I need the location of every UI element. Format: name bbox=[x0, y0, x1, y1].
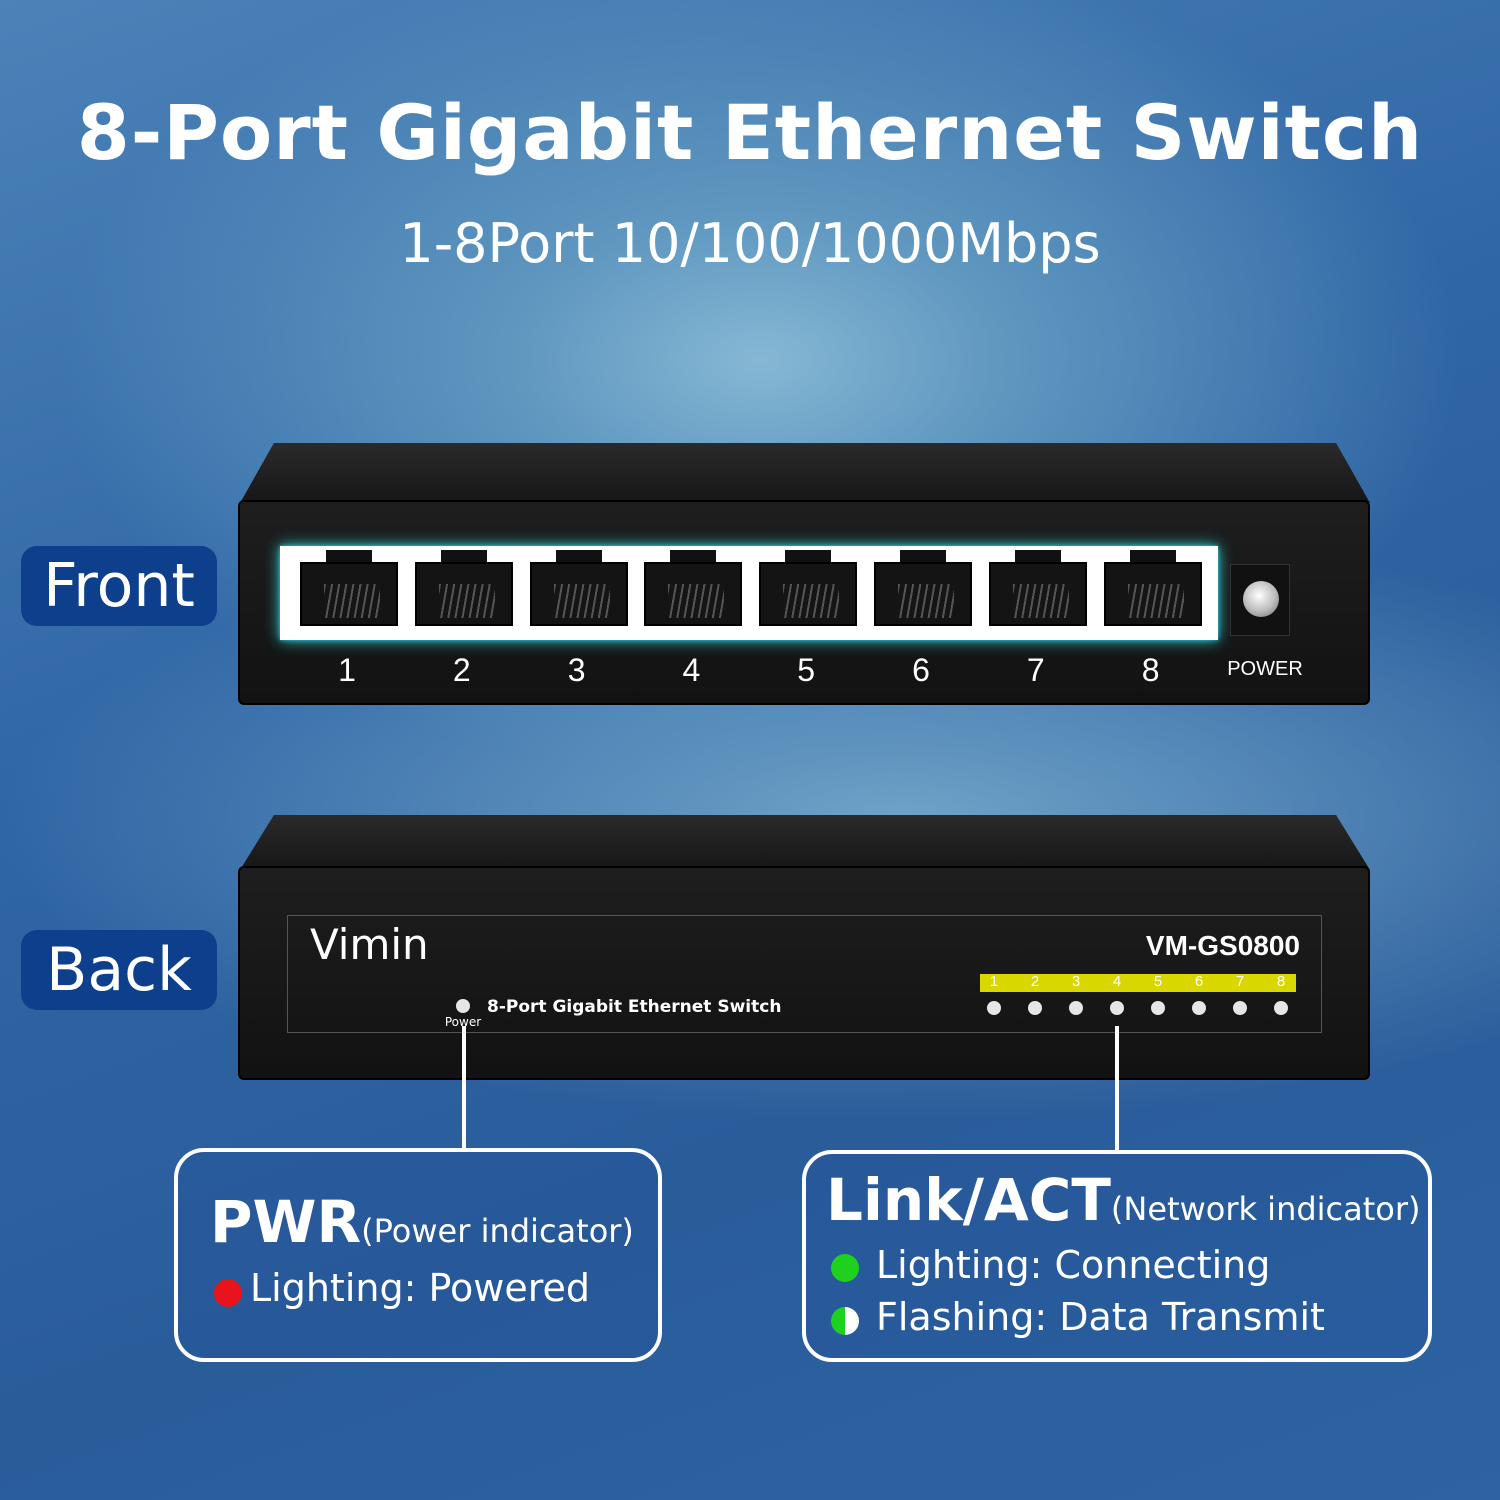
page-subtitle: 1-8Port 10/100/1000Mbps bbox=[399, 212, 1101, 275]
ethernet-port bbox=[757, 550, 859, 626]
brand-name: Vimin bbox=[310, 920, 429, 969]
port-number: 8 bbox=[1141, 652, 1160, 688]
front-device-top bbox=[240, 443, 1370, 503]
led-number: 6 bbox=[1194, 973, 1204, 990]
led-number: 3 bbox=[1071, 973, 1081, 990]
port-number: 4 bbox=[682, 652, 701, 688]
port-number: 7 bbox=[1026, 652, 1045, 688]
port-number: 1 bbox=[338, 652, 356, 688]
led-number-bar bbox=[980, 974, 1296, 992]
pwr-callout-line bbox=[462, 1026, 466, 1150]
link-led bbox=[1151, 1001, 1165, 1015]
ethernet-port bbox=[872, 550, 974, 626]
ethernet-port bbox=[1102, 550, 1204, 626]
half-green-dot-icon bbox=[831, 1307, 859, 1335]
pwr-heading: PWR(Power indicator) bbox=[210, 1188, 634, 1256]
pwr-title-note: (Power indicator) bbox=[361, 1212, 634, 1250]
led-number: 7 bbox=[1235, 973, 1245, 990]
link-led bbox=[1028, 1001, 1042, 1015]
link-info-box bbox=[802, 1150, 1432, 1362]
pwr-info-box bbox=[174, 1148, 662, 1362]
model-number: VM-GS0800 bbox=[1145, 930, 1300, 961]
ethernet-port bbox=[528, 550, 630, 626]
link-led bbox=[1069, 1001, 1083, 1015]
back-device bbox=[238, 866, 1370, 1080]
port-number: 3 bbox=[567, 652, 586, 688]
link-led bbox=[1110, 1001, 1124, 1015]
link-led bbox=[1192, 1001, 1206, 1015]
port-number: 5 bbox=[797, 652, 816, 688]
link-heading: Link/ACT(Network indicator) bbox=[826, 1166, 1421, 1234]
green-dot-icon bbox=[831, 1254, 859, 1282]
link-title-note: (Network indicator) bbox=[1110, 1190, 1421, 1228]
led-number: 2 bbox=[1030, 973, 1040, 990]
link-title: Link/ACT bbox=[826, 1166, 1111, 1234]
link-led bbox=[1274, 1001, 1288, 1015]
page-title: 8-Port Gigabit Ethernet Switch bbox=[76, 88, 1424, 177]
power-led bbox=[456, 999, 470, 1013]
link-item-2: Flashing: Data Transmit bbox=[876, 1295, 1325, 1339]
pwr-item: Lighting: Powered bbox=[250, 1266, 591, 1310]
led-number: 4 bbox=[1112, 973, 1122, 990]
link-callout-line bbox=[1115, 1026, 1119, 1150]
ethernet-port bbox=[642, 550, 744, 626]
link-item-1: Lighting: Connecting bbox=[876, 1243, 1271, 1287]
power-led-label: Power bbox=[444, 1015, 482, 1029]
port-number: 6 bbox=[912, 652, 930, 688]
led-number: 8 bbox=[1276, 973, 1286, 990]
link-led bbox=[1233, 1001, 1247, 1015]
ethernet-port bbox=[413, 550, 515, 626]
red-dot-icon bbox=[214, 1279, 242, 1307]
back-device-top bbox=[240, 815, 1370, 870]
port-number: 2 bbox=[452, 652, 471, 688]
device-description: 8-Port Gigabit Ethernet Switch bbox=[487, 997, 782, 1017]
ethernet-port bbox=[298, 550, 400, 626]
pwr-title: PWR bbox=[210, 1188, 362, 1256]
power-button bbox=[1230, 564, 1290, 636]
label-panel bbox=[287, 915, 1322, 1033]
power-button-icon bbox=[1243, 581, 1279, 617]
link-led bbox=[987, 1001, 1001, 1015]
back-tag: Back bbox=[21, 930, 217, 1010]
front-tag: Front bbox=[21, 546, 217, 626]
ethernet-port bbox=[987, 550, 1089, 626]
led-number: 5 bbox=[1153, 973, 1163, 990]
led-number: 1 bbox=[989, 973, 999, 990]
power-label: POWER bbox=[1227, 658, 1303, 680]
